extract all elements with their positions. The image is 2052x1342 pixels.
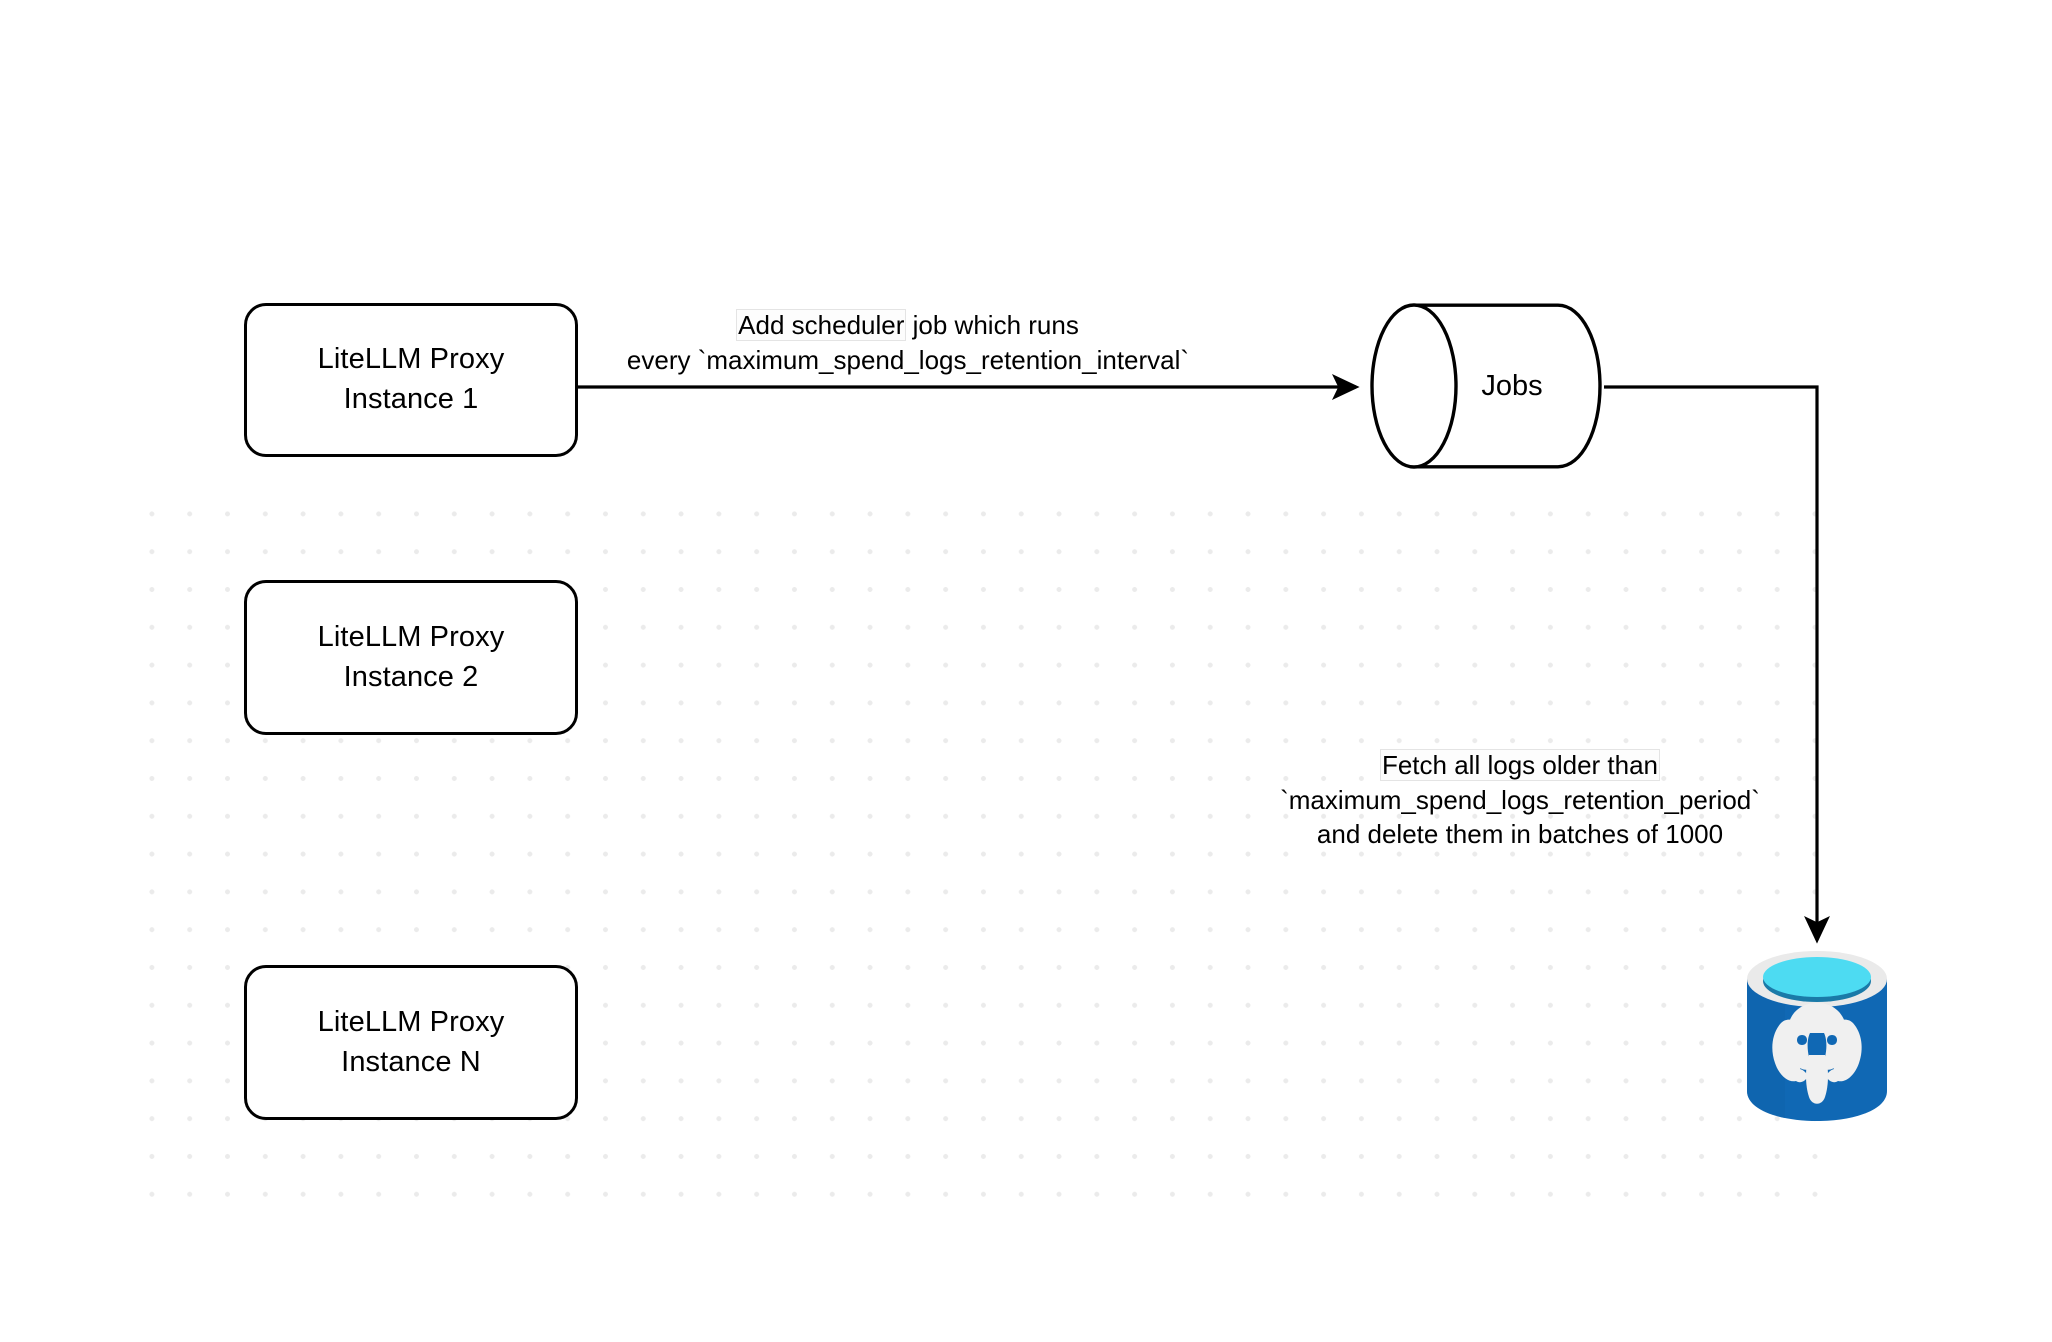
node-litellm-proxy-instance-n[interactable]: LiteLLM Proxy Instance N	[244, 965, 578, 1120]
edge-jobs-to-database	[1604, 385, 1830, 944]
jobs-label-wrap: Jobs	[1368, 302, 1604, 470]
db-top-surface	[1763, 957, 1871, 997]
elephant-eyes	[1797, 1035, 1837, 1045]
edge-label-line-1: Add scheduler job which runs	[508, 308, 1308, 343]
jobs-label-text: Jobs	[1481, 369, 1543, 402]
edge-label-line-3: and delete them in batches of 1000	[1316, 819, 1724, 850]
cylinder-shape	[1370, 303, 1602, 469]
edge-label-line-1: Fetch all logs older than	[1180, 748, 1860, 783]
edge-label-line-2: every `maximum_spend_logs_retention_inte…	[626, 344, 1190, 375]
node-litellm-proxy-instance-1[interactable]: LiteLLM Proxy Instance 1	[244, 303, 578, 457]
edge-label-scheduler: Add scheduler job which runs every `maxi…	[508, 308, 1308, 377]
edge-label-highlight: Add scheduler	[737, 310, 906, 340]
node-label-line-2: Instance N	[341, 1045, 481, 1078]
edge-label-highlight: Fetch all logs older than	[1380, 750, 1660, 780]
postgres-elephant-icon	[1772, 1003, 1862, 1104]
postgresql-database-icon[interactable]	[1743, 945, 1891, 1127]
node-label-line-1: LiteLLM Proxy	[317, 343, 505, 376]
db-body-shade	[1747, 979, 1785, 1118]
edge-label-line-2: `maximum_spend_logs_retention_period`	[1280, 784, 1760, 815]
node-label-line-1: LiteLLM Proxy	[317, 1005, 505, 1038]
node-litellm-proxy-instance-2[interactable]: LiteLLM Proxy Instance 2	[244, 580, 578, 735]
node-label-line-2: Instance 2	[343, 660, 479, 693]
database-cylinder-shape	[1747, 951, 1887, 1121]
node-jobs-cylinder[interactable]: Jobs	[1368, 302, 1604, 470]
node-label-line-2: Instance 1	[343, 383, 479, 415]
edge-label-line-1-rest: job which runs	[905, 310, 1079, 340]
edge-label-fetch: Fetch all logs older than `maximum_spend…	[1180, 748, 1860, 852]
node-label-line-1: LiteLLM Proxy	[317, 620, 505, 653]
